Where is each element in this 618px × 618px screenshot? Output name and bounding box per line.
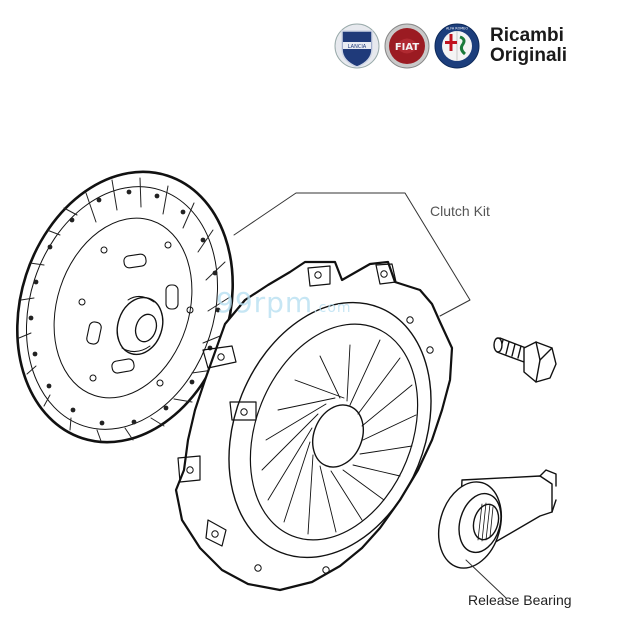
- clutch-kit-label: Clutch Kit: [430, 203, 490, 219]
- lancia-badge-icon: LANCIA: [334, 23, 380, 69]
- damper-springs: [86, 253, 179, 374]
- friction-lining-segments: [18, 177, 231, 442]
- release-bearing-label: Release Bearing: [468, 592, 572, 608]
- brand-header: LANCIA FIAT ALFA ROMEO Ricambi Originali: [334, 18, 567, 74]
- flywheel-bolt: [493, 337, 557, 383]
- watermark-main: 99rpm: [216, 286, 314, 319]
- alfa-romeo-badge-text: ALFA ROMEO: [446, 27, 468, 31]
- lining-rivets: [28, 189, 221, 426]
- clutch-kit-leader: [233, 192, 471, 317]
- diaphragm-fingers: [261, 339, 417, 535]
- brand-title: Ricambi Originali: [490, 26, 567, 66]
- pressure-plate: [174, 260, 454, 592]
- watermark-suffix: .com: [313, 300, 352, 316]
- alfa-romeo-badge-icon: ALFA ROMEO: [434, 23, 480, 69]
- release-bearing-leader: [465, 559, 507, 599]
- lancia-badge-text: LANCIA: [348, 44, 367, 50]
- release-bearing: [438, 469, 557, 569]
- brand-line-1: Ricambi: [490, 25, 564, 46]
- watermark: 99rpm.com: [216, 286, 352, 319]
- fiat-badge-icon: FIAT: [384, 23, 430, 69]
- fiat-badge-text: FIAT: [395, 42, 420, 53]
- brand-line-2: Originali: [490, 45, 568, 66]
